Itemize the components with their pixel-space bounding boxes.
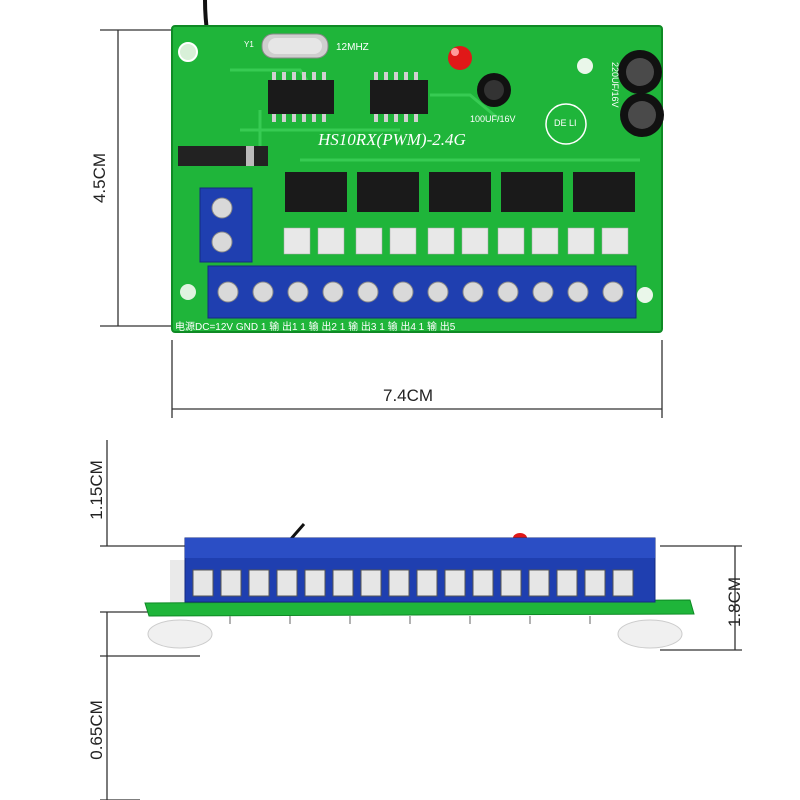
side-terminal-slots <box>192 569 634 597</box>
side-height-dimension: 1.8CM <box>725 576 744 628</box>
brand-logo: DE LI <box>554 118 577 128</box>
antenna-height-dimension: 1.15CM <box>87 460 106 520</box>
top-dimension-lines <box>100 29 663 418</box>
top-width-dimension: 7.4CM <box>383 386 434 405</box>
standoff-height-dimension: 0.65CM <box>87 700 106 760</box>
large-cap-rating-label: 220UF/16V <box>610 62 620 108</box>
top-view-pcb <box>171 0 664 333</box>
crystal-ref-label: Y1 <box>244 40 254 49</box>
mosfet-row <box>285 172 635 212</box>
terminal-pin-labels: 电源DC=12V GND 1 输 出1 1 输 出2 1 输 出3 1 输 出4… <box>175 322 456 333</box>
small-cap-rating-label: 100UF/16V <box>470 114 516 124</box>
top-height-dimension: 4.5CM <box>90 152 109 204</box>
board-model-label: HS10RX(PWM)-2.4G <box>318 130 466 149</box>
terminal-screws <box>217 281 624 303</box>
side-dimension-lines <box>100 440 742 800</box>
crystal-frequency-label: 12MHZ <box>336 42 369 53</box>
side-view-pcb <box>144 523 695 649</box>
